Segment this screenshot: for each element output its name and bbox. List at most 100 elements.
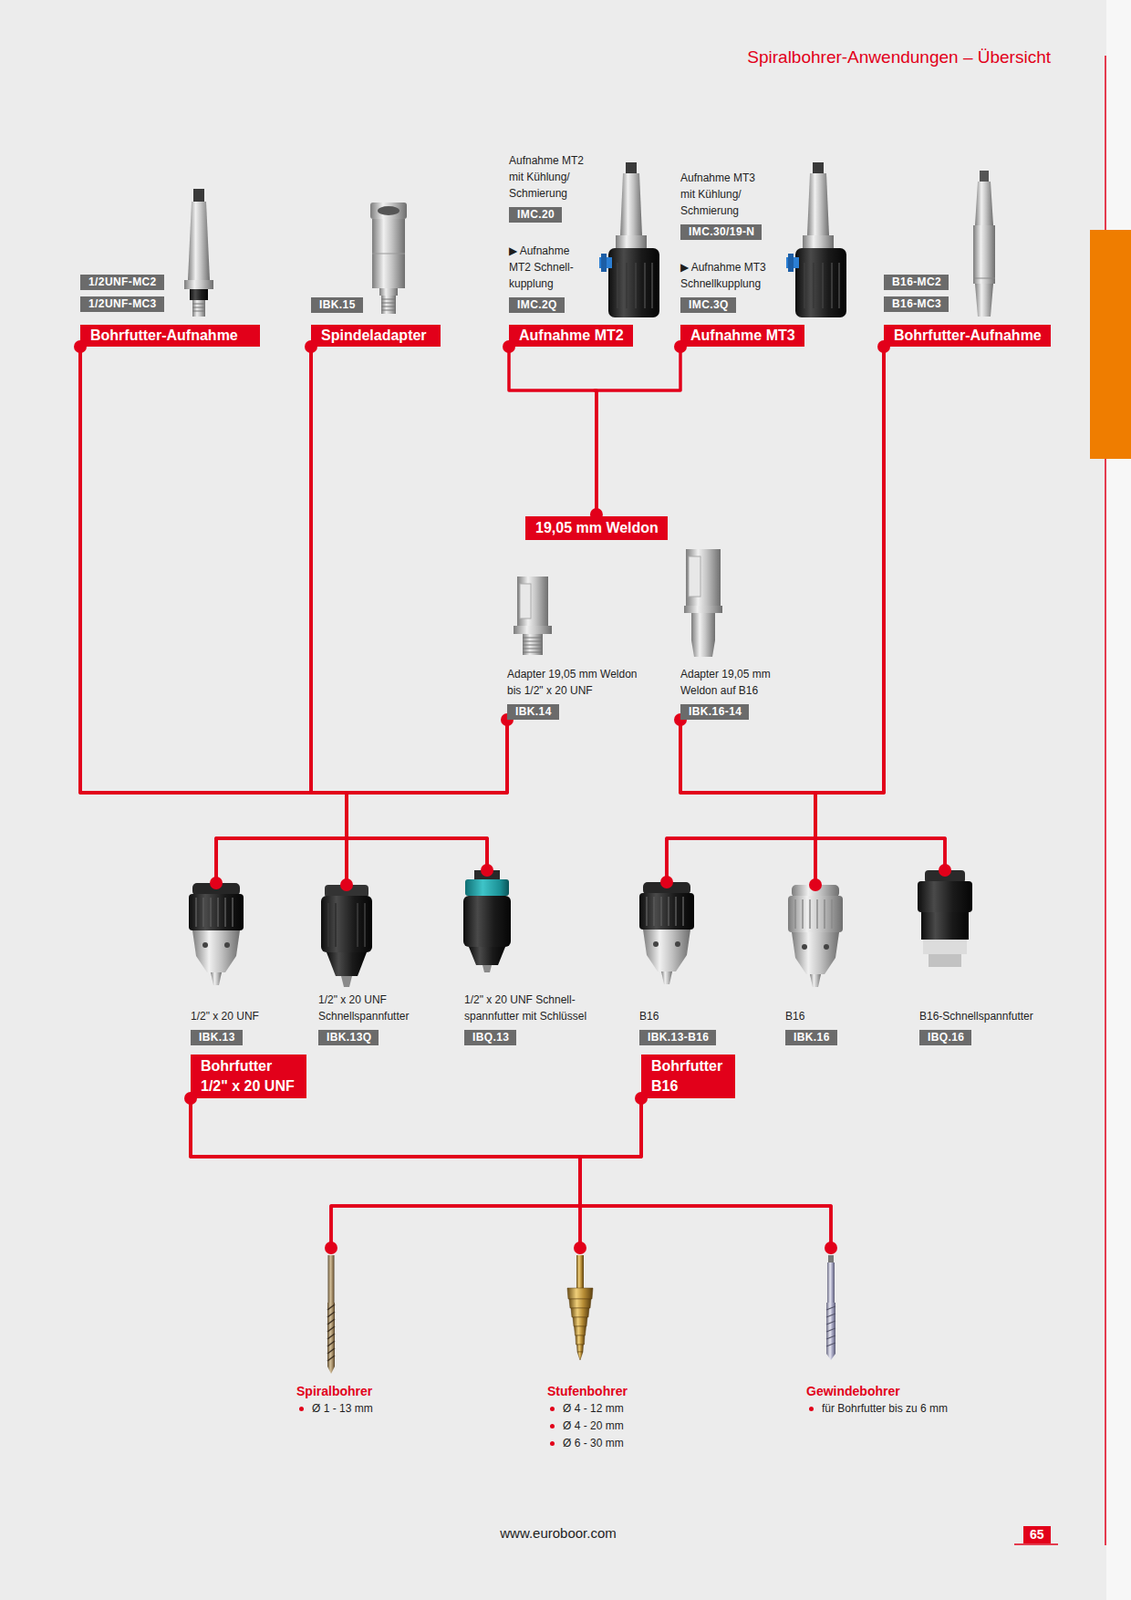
- bullet-dot: [809, 1406, 814, 1412]
- connector-dot: [480, 863, 494, 877]
- chuck-image: [463, 870, 511, 973]
- product-item: B16IBK.16: [785, 884, 877, 1046]
- page-number-rule: [1014, 1543, 1059, 1546]
- connector-dot: [660, 875, 674, 889]
- code-tag: B16-MC3: [883, 296, 949, 312]
- code-tag: 1/2UNF-MC3: [80, 296, 165, 312]
- page-title: Spiralbohrer-Anwendungen – Übersicht: [747, 47, 1051, 68]
- product-item: B16-SchnellspannfutterIBQ.16: [919, 870, 1048, 1046]
- product-item: 1/2" x 20 UNF IBK.13: [190, 882, 310, 1046]
- connector-dots: [73, 340, 952, 1255]
- chuck-image: [788, 884, 843, 987]
- spindle-adapter-image: [370, 202, 407, 314]
- tool-size: Ø 1 - 13 mm: [311, 1400, 374, 1418]
- bullet-dot: [299, 1406, 304, 1412]
- product-code: IBK.13-B16: [639, 1029, 716, 1046]
- connector-line: [346, 719, 508, 885]
- connector-dot: [209, 876, 223, 890]
- product-code: IMC.20: [508, 207, 562, 223]
- product-code: B16-MC2: [892, 275, 942, 289]
- adapter-image: [513, 576, 552, 655]
- product-code: IBK.13Q: [318, 1029, 379, 1046]
- product-description: Aufnahme MT3 mit Kühlung/ Schmierung: [680, 169, 765, 219]
- bullet-dot: [549, 1423, 555, 1429]
- category-box: Bohrfutter-Aufnahme: [80, 324, 260, 347]
- product-code: IMC.3Q: [680, 297, 737, 313]
- connector-dot: [824, 1241, 838, 1255]
- connector-line: [508, 346, 597, 515]
- arbor-image: [184, 188, 214, 317]
- chuck-image: [321, 884, 373, 987]
- product-code: IBQ.16: [919, 1029, 972, 1046]
- code-tag: IBK.15: [311, 297, 364, 313]
- product-description: ▶ Aufnahme MT2 Schnell- kupplung: [508, 242, 593, 292]
- category-box: 19,05 mm Weldon: [525, 516, 668, 540]
- connector-lines: [80, 346, 945, 1248]
- connector-line: [580, 1098, 831, 1248]
- connector-line: [80, 346, 347, 885]
- category-title: Bohrfutter B16: [651, 1056, 727, 1097]
- bullet-row: für Bohrfutter bis zu 6 mm: [806, 1400, 1017, 1418]
- connector-line: [666, 346, 884, 882]
- product-description: ▶ Aufnahme MT3 Schnellkupplung: [680, 259, 778, 292]
- product-description: B16: [785, 1007, 877, 1025]
- product-code: IBQ.13: [464, 1029, 517, 1046]
- product-item: ▶ Aufnahme MT3 SchnellkupplungIMC.3Q: [680, 246, 778, 313]
- tool-name: Spiralbohrer: [296, 1382, 507, 1400]
- category-title: Aufnahme MT2: [518, 327, 624, 343]
- product-code: IMC.2Q: [508, 297, 565, 313]
- category-box: Bohrfutter B16: [641, 1054, 736, 1099]
- product-code: 1/2UNF-MC2: [88, 275, 157, 289]
- product-item: Aufnahme MT3 mit Kühlung/ SchmierungIMC.…: [680, 155, 765, 240]
- product-code: IMC.30/19-N: [680, 224, 762, 240]
- product-description: 1/2" x 20 UNF Schnell- spannfutter mit S…: [464, 991, 600, 1025]
- product-description: Adapter 19,05 mm Weldon auf B16: [680, 665, 781, 699]
- adapter-image: [684, 549, 723, 657]
- tool-item: SpiralbohrerØ 1 - 13 mm: [296, 1247, 507, 1418]
- tap-image: [826, 1255, 836, 1360]
- connector-line: [80, 346, 347, 883]
- chuck-image: [188, 882, 244, 986]
- tool-size: Ø 4 - 12 mm: [562, 1400, 624, 1418]
- drill-image: [327, 1255, 335, 1374]
- chuck-image: [917, 870, 973, 967]
- product-item: 1/2" x 20 UNF SchnellspannfutterIBK.13Q: [318, 884, 419, 1046]
- product-item: ▶ Aufnahme MT2 Schnell- kupplungIMC.2Q: [508, 232, 593, 313]
- connector-dot: [809, 878, 822, 892]
- product-code: IBK.15: [319, 298, 356, 312]
- product-description: Aufnahme MT2 mit Kühlung/ Schmierung: [508, 152, 593, 202]
- product-item: 1/2" x 20 UNF Schnell- spannfutter mit S…: [464, 870, 600, 1046]
- product-description: 1/2" x 20 UNF Schnellspannfutter: [318, 991, 419, 1025]
- category-title: Bohrfutter-Aufnahme: [893, 327, 1042, 343]
- product-description: 1/2" x 20 UNF: [190, 1007, 310, 1025]
- tool-size: für Bohrfutter bis zu 6 mm: [821, 1400, 948, 1418]
- connector-line: [216, 346, 347, 883]
- category-title: Bohrfutter 1/2" x 20 UNF: [200, 1056, 298, 1097]
- connector-line: [594, 346, 681, 515]
- connector-line: [815, 346, 945, 871]
- category-box: Aufnahme MT2: [508, 324, 633, 347]
- category-title: Spindeladapter: [321, 327, 427, 343]
- product-description: B16: [639, 1007, 731, 1025]
- tool-size: Ø 6 - 30 mm: [562, 1434, 624, 1453]
- tool-name: Stufenbohrer: [547, 1382, 758, 1400]
- bullet-dot: [549, 1441, 555, 1446]
- category-title: 19,05 mm Weldon: [535, 519, 659, 536]
- category-box: Bohrfutter-Aufnahme: [883, 324, 1051, 347]
- connector-dot: [324, 1241, 338, 1255]
- code-tag: B16-MC2: [883, 274, 949, 291]
- connector-line: [666, 719, 816, 882]
- connector-dot: [938, 863, 952, 877]
- connector-line: [216, 719, 508, 883]
- step-drill-image: [567, 1255, 593, 1360]
- code-tag: 1/2UNF-MC2: [80, 274, 165, 291]
- product-code: IBK.13: [190, 1029, 243, 1046]
- tool-name: Gewindebohrer: [806, 1382, 1017, 1400]
- product-code: IBK.16-14: [680, 704, 749, 720]
- connector-line: [680, 719, 816, 885]
- category-box: Spindeladapter: [311, 324, 441, 347]
- connector-line: [346, 719, 508, 871]
- product-description: Adapter 19,05 mm Weldon bis 1/2" x 20 UN…: [507, 665, 646, 699]
